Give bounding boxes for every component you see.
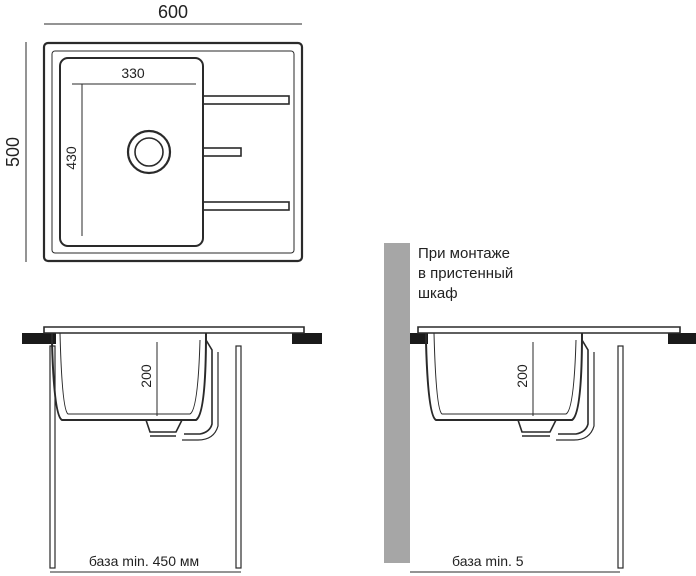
siphon (145, 419, 183, 433)
cabinet-wall-left (49, 345, 56, 569)
mount-note-line-3: шкаф (418, 285, 458, 302)
section-view-right (384, 243, 696, 573)
width-label: 600 (158, 2, 188, 22)
mount-note-line-1: При монтаже (418, 245, 510, 262)
wall (384, 243, 410, 563)
base-label-left: база min. 450 мм (89, 553, 199, 569)
overflow-pipe-right (558, 339, 589, 435)
drainboard-rib-bottom (202, 201, 290, 211)
sink-inner-outline (51, 50, 295, 254)
mount-note-line-2: в пристенный (418, 265, 513, 282)
bowl-section-inner (59, 332, 201, 415)
bowl-width-label: 330 (121, 65, 145, 81)
sink-rim (43, 326, 305, 334)
countertop-right-block (292, 333, 322, 344)
sink-outer-outline (42, 41, 304, 263)
depth-label-left: 200 (138, 364, 154, 388)
countertop-left-block (22, 333, 56, 344)
drainboard-rib-middle (202, 147, 242, 157)
height-label: 500 (3, 137, 23, 167)
cabinet-wall-right-section (617, 345, 624, 569)
drain-inner (134, 137, 164, 167)
section-view-left (22, 326, 322, 573)
bowl-outline (59, 57, 204, 247)
siphon-right (517, 419, 557, 433)
countertop-end-block (668, 333, 696, 344)
depth-label-right: 200 (514, 364, 530, 388)
cabinet-wall-right (235, 345, 242, 569)
drain-outer (126, 129, 172, 175)
top-view (25, 23, 304, 263)
drainboard-rib-top (202, 95, 290, 105)
base-label-right: база min. 5 (452, 553, 524, 569)
overflow-pipe (184, 339, 213, 435)
countertop-wall-block (410, 333, 428, 344)
bowl-section-right (425, 332, 583, 421)
overflow-pipe-inner (182, 352, 219, 441)
bowl-height-label: 430 (63, 146, 79, 170)
bowl-section (51, 332, 207, 421)
bowl-section-right-inner (433, 332, 577, 415)
sink-rim-right (417, 326, 681, 334)
overflow-pipe-right-inner (556, 352, 595, 441)
